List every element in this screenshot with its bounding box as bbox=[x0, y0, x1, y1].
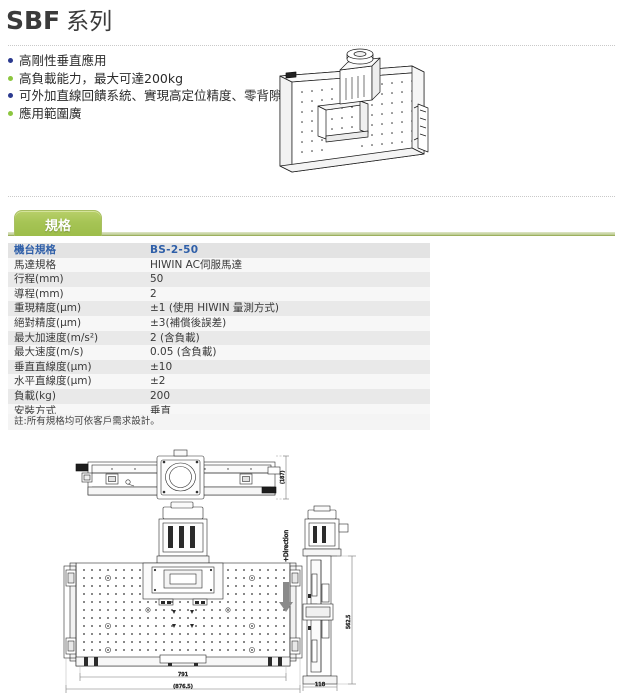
drawing-top-view: (187) bbox=[75, 449, 289, 500]
row-value: ±10 bbox=[144, 359, 430, 375]
feature-text: 高負載能力，最大可達200kg bbox=[19, 70, 184, 86]
page-title-model: SBF bbox=[6, 6, 61, 35]
row-value: 2 bbox=[144, 286, 430, 302]
table-row: 重現精度(μm) ±1 (使用 HIWIN 量測方式) bbox=[8, 301, 430, 316]
table-row: 馬達規格 HIWIN AC伺服馬達 bbox=[8, 257, 430, 273]
row-label: 最大加速度(m/s²) bbox=[8, 330, 144, 346]
tab-specifications-label: 規格 bbox=[44, 219, 71, 234]
row-value: 0.05 (含負載) bbox=[144, 345, 430, 360]
specifications-table: 機台規格 BS-2-50 馬達規格 HIWIN AC伺服馬達 行程(mm) 50… bbox=[8, 243, 430, 419]
row-value: 200 bbox=[144, 388, 430, 404]
list-item: 高剛性垂直應用 bbox=[6, 52, 296, 70]
row-label: 馬達規格 bbox=[8, 257, 144, 273]
row-label: 行程(mm) bbox=[8, 272, 144, 287]
dim-front-view-width: 791 bbox=[178, 672, 188, 678]
table-row: 絕對精度(μm) ±3(補償後誤差) bbox=[8, 315, 430, 331]
row-value: HIWIN AC伺服馬達 bbox=[144, 257, 430, 273]
row-value: ±1 (使用 HIWIN 量測方式) bbox=[144, 301, 430, 316]
table-row: 導程(mm) 2 bbox=[8, 286, 430, 302]
bullet-icon bbox=[8, 110, 13, 116]
table-row: 最大加速度(m/s²) 2 (含負載) bbox=[8, 330, 430, 346]
dim-side-view-height: 562.5 bbox=[346, 615, 352, 629]
tab-specifications[interactable]: 規格 bbox=[14, 210, 102, 236]
list-item: 高負載能力，最大可達200kg bbox=[6, 70, 296, 88]
divider-under-figure bbox=[8, 196, 615, 197]
table-header-row: 機台規格 BS-2-50 bbox=[8, 243, 430, 258]
row-value: 50 bbox=[144, 272, 430, 287]
feature-text: 高剛性垂直應用 bbox=[19, 53, 107, 68]
dim-top-view-height: (187) bbox=[280, 471, 286, 484]
bullet-icon bbox=[8, 58, 13, 63]
column-header-model: BS-2-50 bbox=[144, 243, 430, 258]
row-label: 重現精度(μm) bbox=[8, 301, 144, 316]
dim-side-view-depth: 118 bbox=[315, 682, 326, 688]
row-value: ±3(補償後誤差) bbox=[144, 315, 430, 331]
row-label: 最大速度(m/s) bbox=[8, 345, 144, 360]
spec-note: 註:所有規格均可依客戶需求設計。 bbox=[8, 414, 430, 430]
column-header-spec: 機台規格 bbox=[8, 243, 144, 258]
spec-tab-bar: 規格 bbox=[8, 210, 615, 236]
page-title-series: 系列 bbox=[66, 9, 113, 35]
row-label: 負載(kg) bbox=[8, 388, 144, 404]
row-label: 絕對精度(μm) bbox=[8, 315, 144, 331]
feature-text: 應用範圍廣 bbox=[19, 105, 82, 121]
feature-text: 可外加直線回饋系統、實現高定位精度、零背隙 bbox=[19, 88, 282, 103]
table-row: 負載(kg) 200 bbox=[8, 388, 430, 404]
row-label: 導程(mm) bbox=[8, 286, 144, 302]
dim-front-view-overall-width: (876.5) bbox=[173, 684, 193, 690]
bullet-icon bbox=[8, 93, 13, 98]
technical-drawings: (187) bbox=[0, 444, 623, 697]
row-value: ±2 bbox=[144, 374, 430, 389]
feature-list: 高剛性垂直應用 高負載能力，最大可達200kg 可外加直線回饋系統、實現高定位精… bbox=[6, 52, 296, 122]
product-illustration bbox=[262, 48, 482, 193]
bullet-icon bbox=[8, 75, 13, 81]
row-value: 2 (含負載) bbox=[144, 330, 430, 346]
row-label: 垂直直線度(μm) bbox=[8, 359, 144, 375]
table-row: 行程(mm) 50 bbox=[8, 272, 430, 287]
drawing-front-view: 791 (876.5) bbox=[63, 501, 303, 693]
direction-indicator: +Direction bbox=[279, 529, 293, 612]
divider-under-title bbox=[8, 45, 615, 46]
row-label: 水平直線度(μm) bbox=[8, 374, 144, 389]
list-item: 可外加直線回饋系統、實現高定位精度、零背隙 bbox=[6, 87, 296, 105]
drawing-side-view: 562.5 118 bbox=[302, 505, 356, 691]
table-row: 水平直線度(μm) ±2 bbox=[8, 374, 430, 389]
table-row: 垂直直線度(μm) ±10 bbox=[8, 359, 430, 375]
table-row: 最大速度(m/s) 0.05 (含負載) bbox=[8, 345, 430, 360]
direction-label: +Direction bbox=[283, 530, 290, 562]
spec-tab-baseline bbox=[8, 232, 615, 236]
list-item: 應用範圍廣 bbox=[6, 105, 296, 123]
